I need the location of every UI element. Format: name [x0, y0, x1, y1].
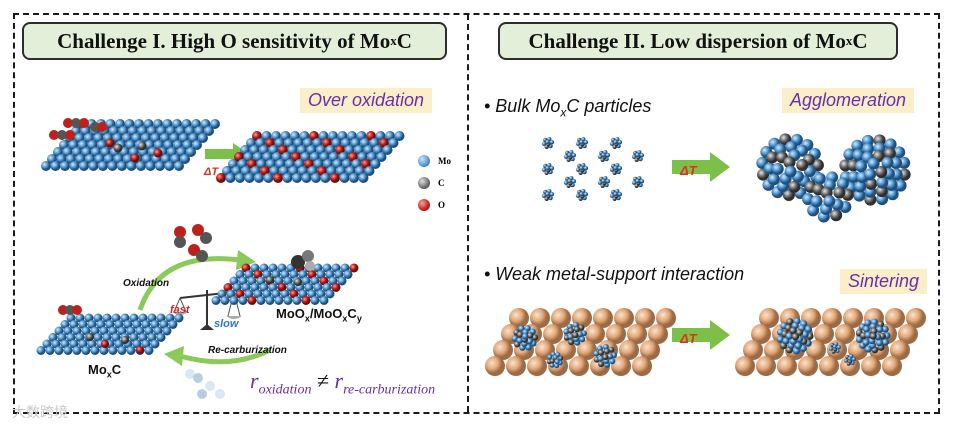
c-atom-icon [418, 177, 430, 189]
legend-mo-label: Mo [438, 156, 451, 166]
slow-label: slow [214, 318, 239, 330]
delta-t-label-left: ΔT [204, 166, 219, 178]
legend-c-label: C [438, 178, 445, 188]
support-before-sintering [485, 308, 676, 376]
adsorbed-molecules [49, 118, 107, 140]
moox-sub-y: y [356, 313, 362, 324]
oxidation-label: Oxidation [123, 278, 170, 289]
oxidation-cycle-arrows [137, 250, 272, 366]
o2-molecules [174, 224, 212, 262]
challenge-two-title-end: C [852, 28, 868, 53]
moox-sub-x: x [304, 313, 310, 324]
moxc-lattice [36, 313, 184, 355]
reductant-molecules [185, 369, 225, 399]
recarburization-label: Re-carburization [208, 345, 287, 356]
delta-t-label-sint: ΔT [680, 331, 697, 346]
challenge-two-title-text: Challenge II. Low dispersion of Mo [528, 28, 846, 53]
rate-r2: r [334, 368, 344, 393]
challenge-one-title-end: C [396, 28, 412, 53]
rate-not-equal: ≠ [316, 368, 330, 393]
heat-arrow-agglomeration [672, 152, 730, 182]
mo-atom-icon [418, 155, 430, 167]
mo-carbide-lattice-before [41, 119, 220, 171]
moox-lattice [211, 263, 359, 305]
rate-inequality: roxidation ≠ rre-carburization [250, 368, 435, 398]
atom-legend: Mo C O [418, 150, 451, 216]
over-oxidation-tag: Over oxidation [300, 88, 433, 113]
agglomerated-clusters [756, 133, 911, 223]
challenge-one-title-text: Challenge I. High O sensitivity of Mo [57, 28, 391, 53]
bullet1-sub: x [560, 105, 567, 120]
moox-mo: MoO [276, 306, 305, 321]
bullet1-a: • Bulk Mo [484, 96, 561, 116]
o-atom-icon [418, 199, 430, 211]
challenge-one-title-sub: x [390, 33, 397, 48]
bullet-bulk-particles: • Bulk MoxC particles [484, 96, 651, 120]
support-after-sintering [735, 308, 926, 376]
legend-c: C [418, 172, 451, 194]
moox-label: MoOx/MoOxCy [276, 306, 362, 324]
delta-t-label-agg: ΔT [680, 163, 697, 178]
fast-label: fast [170, 304, 190, 316]
co2-molecule [58, 305, 82, 315]
bullet1-b: C particles [566, 96, 652, 116]
smoke-puff [291, 250, 315, 271]
moxc-label: MoxC [88, 362, 121, 380]
moxc-c: C [111, 362, 122, 377]
moox-sub-x2: x [342, 313, 348, 324]
rate-r1: r [250, 368, 259, 393]
oxidized-lattice-after [216, 131, 405, 183]
moox-mid: /MoO [309, 306, 343, 321]
outer-dashed-frame [13, 13, 940, 414]
moox-c: C [347, 306, 357, 321]
dispersed-particles [541, 137, 645, 201]
rate-sub-oxidation: oxidation [258, 382, 312, 398]
legend-mo: Mo [418, 150, 451, 172]
agglomeration-tag: Agglomeration [782, 88, 915, 113]
rate-sub-recarb: re-carburization [343, 382, 436, 398]
moxc-sub-x: x [106, 369, 112, 380]
sintering-tag: Sintering [840, 269, 928, 294]
moxc-mo: Mo [88, 362, 107, 377]
watermark: 大数跨境 [12, 404, 68, 420]
legend-o: O [418, 194, 451, 216]
heat-arrow-sintering [672, 320, 730, 350]
bullet-weak-interaction: • Weak metal-support interaction [484, 264, 745, 284]
challenge-two-title-sub: x [845, 33, 853, 48]
panel-divider [467, 14, 469, 412]
legend-o-label: O [438, 200, 446, 210]
